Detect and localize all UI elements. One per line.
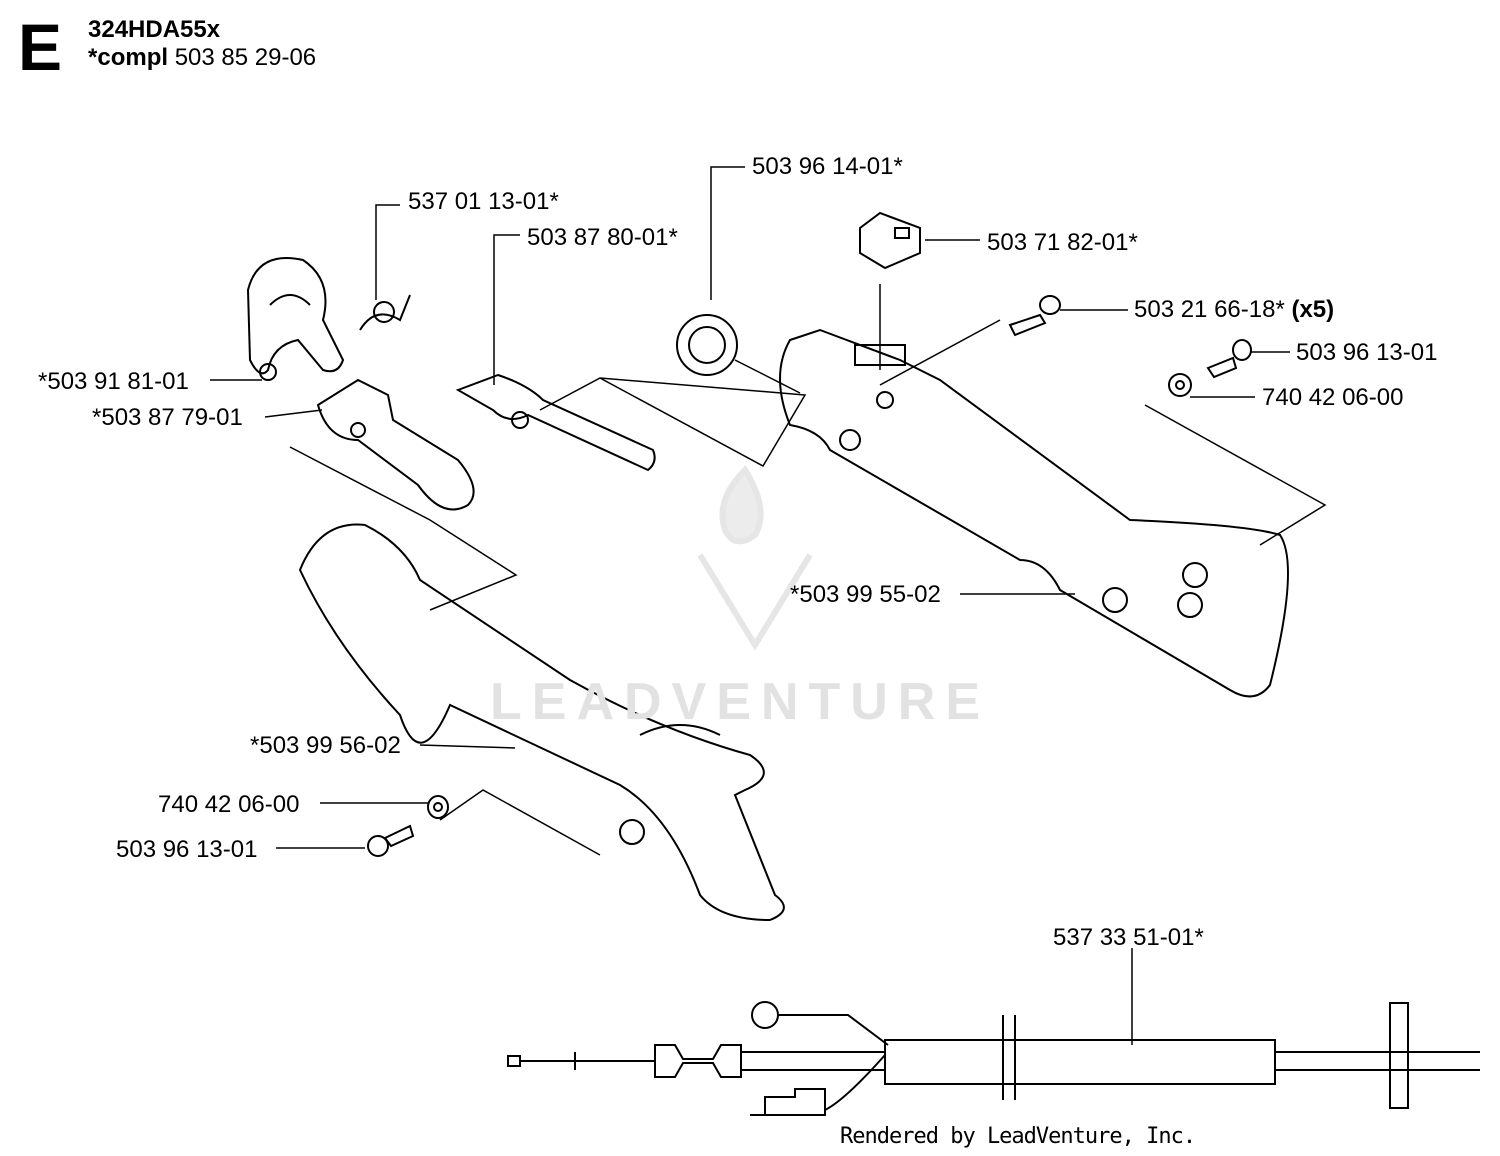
part-label[interactable]: *503 99 55-02 <box>790 581 941 608</box>
part-washer-right <box>1168 373 1192 397</box>
part-throttle-trigger <box>316 378 475 511</box>
part-qty: (x5) <box>1291 296 1335 323</box>
part-label: 503 21 66-18* <box>1134 296 1285 323</box>
part-spring <box>359 294 411 331</box>
part-damper-ring <box>676 314 738 376</box>
part-stop-switch <box>859 211 921 270</box>
compl-number: 503 85 29-06 <box>174 44 317 71</box>
part-label-with-qty[interactable]: 503 21 66-18* (x5) <box>1134 298 1334 322</box>
part-screw-left <box>367 824 415 857</box>
part-label[interactable]: *503 99 56-02 <box>250 732 401 759</box>
part-label[interactable]: 503 96 13-01 <box>1296 339 1438 366</box>
part-washer-left <box>427 795 449 819</box>
part-handle-left-half <box>298 523 785 922</box>
part-handle-right-half <box>779 328 1289 698</box>
compl-prefix: *compl <box>88 44 169 71</box>
part-label[interactable]: 503 96 14-01* <box>752 153 903 180</box>
part-label[interactable]: *503 91 81-01 <box>38 368 189 395</box>
part-label[interactable]: 503 71 82-01* <box>987 229 1138 256</box>
part-lockout-lever <box>455 373 656 472</box>
part-label[interactable]: *503 87 79-01 <box>92 404 243 431</box>
part-cable-assembly <box>507 1001 1480 1116</box>
complete-assembly-number: *compl 503 85 29-06 <box>88 44 316 72</box>
part-screw-right <box>1206 339 1252 379</box>
watermark-text: LEADVENTURE <box>490 673 991 731</box>
model-number: 324HDA55x <box>88 16 221 43</box>
render-credit: Rendered by LeadVenture, Inc. <box>840 1124 1196 1149</box>
part-screw-x5 <box>1008 295 1061 337</box>
part-label[interactable]: 537 33 51-01* <box>1053 924 1204 951</box>
part-label[interactable]: 503 87 80-01* <box>527 224 678 251</box>
watermark-logo <box>697 465 813 651</box>
part-label[interactable]: 740 42 06-00 <box>158 791 300 818</box>
part-throttle-lever-housing <box>246 257 345 381</box>
part-label[interactable]: 537 01 13-01* <box>408 188 559 215</box>
leader-lines <box>210 166 1327 1045</box>
part-label[interactable]: 740 42 06-00 <box>1262 384 1404 411</box>
part-label[interactable]: 503 96 13-01 <box>116 836 258 863</box>
section-letter: E <box>18 10 63 84</box>
